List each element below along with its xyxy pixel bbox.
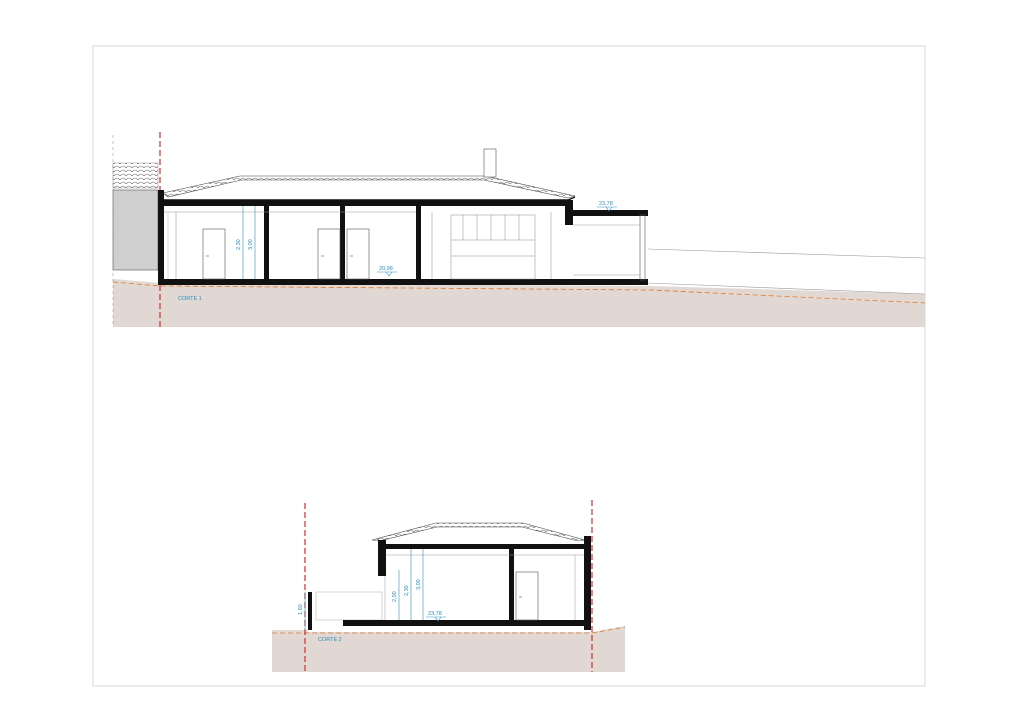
dim-label-230: 2,30	[236, 239, 242, 250]
wall-left	[158, 190, 164, 285]
ground-fill	[113, 279, 925, 327]
level-marker-floor: 23,78	[426, 611, 446, 622]
ceiling-slab	[163, 200, 569, 206]
column-1	[264, 205, 269, 280]
neighbor-building	[112, 189, 159, 271]
terrace-wall	[315, 591, 383, 621]
column-3	[416, 205, 421, 280]
floor-slab	[343, 620, 591, 626]
section-2: 1,60 2,00 2,30 3,00 23,78 CORTE 2	[272, 500, 626, 672]
dim-label-160: 1,60	[298, 604, 304, 615]
terrain-slope-line-2	[647, 282, 926, 295]
terrain-slope-line	[647, 248, 926, 259]
sheet-frame	[92, 45, 926, 687]
chimney	[483, 148, 497, 178]
level-marker-roof: 23,78	[597, 201, 617, 212]
roof-tiles	[162, 175, 576, 199]
door-2	[317, 228, 341, 280]
section-2-title: CORTE 2	[318, 637, 342, 643]
level-label-floor: 23,78	[428, 611, 442, 617]
dim-label-230: 2,30	[404, 585, 410, 596]
wall-right	[639, 214, 646, 281]
terrain-line	[112, 281, 926, 304]
column	[509, 549, 514, 621]
level-label-floor: 20,98	[379, 266, 393, 272]
dim-label-300: 3,00	[416, 579, 422, 590]
terrain-line	[272, 626, 626, 634]
annex-slab	[565, 210, 648, 216]
low-wall	[308, 592, 312, 630]
section-1: 2,30 3,00 20,98 23,78 CORTE 1	[112, 132, 926, 327]
neighbor-roof	[112, 162, 159, 189]
ground-fill	[272, 626, 625, 672]
kitchen-cabinets	[431, 212, 552, 280]
door	[515, 571, 539, 621]
column-2	[340, 205, 345, 280]
level-marker-floor: 20,98	[377, 266, 397, 277]
floor-slab	[163, 279, 648, 285]
dim-label-300: 3,00	[248, 239, 254, 250]
dim-label-200: 2,00	[392, 591, 398, 602]
section-1-title: CORTE 1	[178, 296, 202, 302]
door-3	[346, 228, 370, 280]
fascia-left	[378, 540, 386, 576]
door-1	[202, 228, 226, 280]
ceiling-slab	[380, 544, 585, 549]
roof-slab	[162, 195, 576, 201]
level-label-roof: 23,78	[599, 201, 613, 207]
wall-right	[584, 536, 591, 630]
annex-beam	[565, 200, 573, 225]
roof-tiles	[371, 522, 586, 542]
